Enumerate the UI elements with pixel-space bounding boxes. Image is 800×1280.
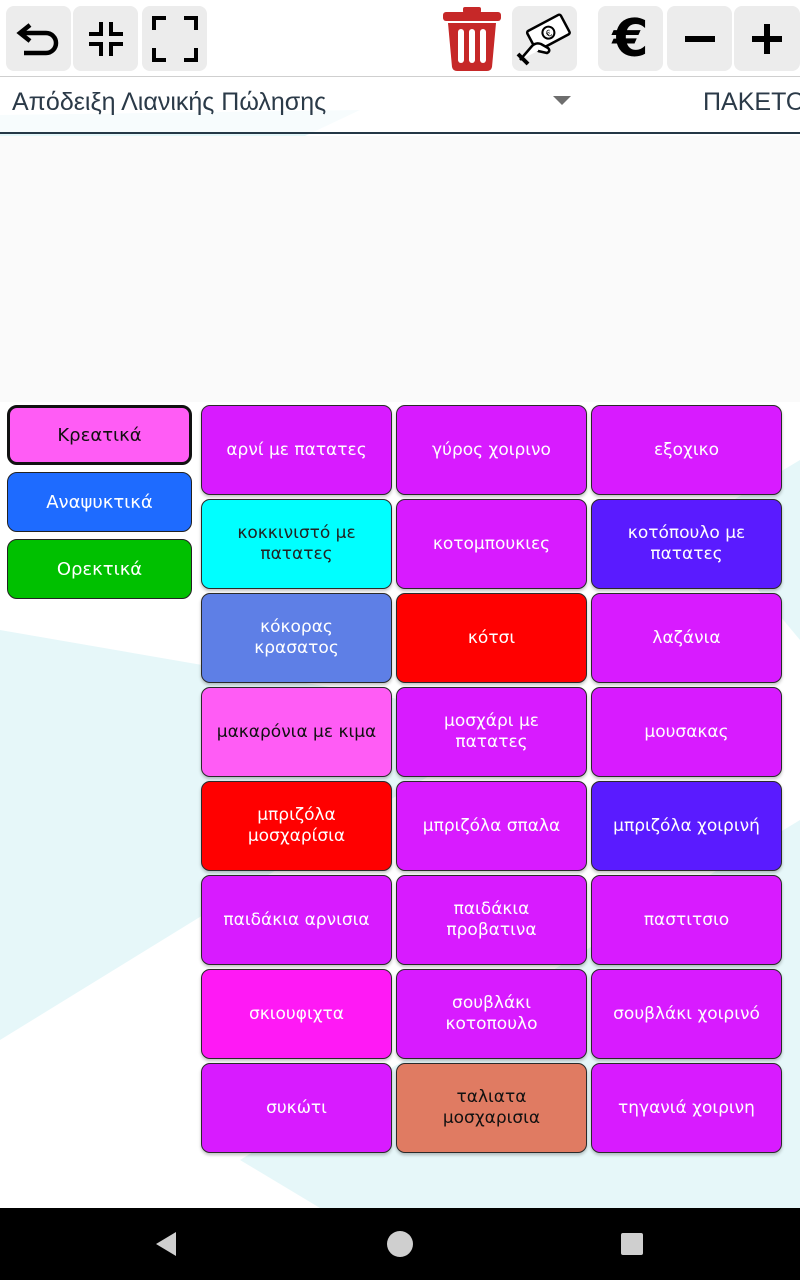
- product-button[interactable]: κόκορας κρασατος: [201, 593, 392, 683]
- product-button[interactable]: μακαρόνια με κιμα: [201, 687, 392, 777]
- product-button[interactable]: λαζάνια: [591, 593, 782, 683]
- product-button[interactable]: συκώτι: [201, 1063, 392, 1153]
- system-nav-bar: [0, 1208, 800, 1280]
- product-button[interactable]: γύρος χοιρινο: [396, 405, 587, 495]
- recents-icon: [621, 1233, 643, 1255]
- toolbar: € €: [0, 0, 800, 77]
- cash-payment-button[interactable]: €: [512, 6, 577, 71]
- undo-button[interactable]: [6, 6, 71, 71]
- product-button[interactable]: μπριζόλα σπαλα: [396, 781, 587, 871]
- exit-fullscreen-icon: [88, 21, 123, 56]
- minus-icon: [684, 35, 715, 42]
- product-button[interactable]: κοτόπουλο με πατατες: [591, 499, 782, 589]
- product-button[interactable]: σουβλάκι χοιρινό: [591, 969, 782, 1059]
- receipt-type-bar: Απόδειξη Λιανικής Πώλησης ΠΑΚΕΤΟ: [0, 77, 800, 134]
- nav-back-button[interactable]: [130, 1208, 202, 1280]
- product-button[interactable]: κότσι: [396, 593, 587, 683]
- product-button[interactable]: μπριζόλα χοιρινή: [591, 781, 782, 871]
- category-button[interactable]: Κρεατικά: [7, 405, 192, 465]
- product-button[interactable]: παιδάκια προβατινα: [396, 875, 587, 965]
- product-button[interactable]: κοτομπουκιες: [396, 499, 587, 589]
- plus-icon: [752, 23, 782, 54]
- product-button[interactable]: μπριζόλα μοσχαρίσια: [201, 781, 392, 871]
- exit-fullscreen-button[interactable]: [73, 6, 138, 71]
- product-button[interactable]: ταλιατα μοσχαρισια: [396, 1063, 587, 1153]
- product-button[interactable]: εξοχικο: [591, 405, 782, 495]
- back-icon: [156, 1232, 176, 1256]
- decrease-button[interactable]: [667, 6, 732, 71]
- product-button[interactable]: τηγανιά χοιρινη: [591, 1063, 782, 1153]
- product-button[interactable]: παστιτσιο: [591, 875, 782, 965]
- delete-button[interactable]: [438, 6, 506, 71]
- product-button[interactable]: μοσχάρι με πατατες: [396, 687, 587, 777]
- fullscreen-icon: [151, 15, 198, 62]
- product-button[interactable]: αρνί με πατατες: [201, 405, 392, 495]
- euro-icon: €: [612, 8, 649, 69]
- product-button[interactable]: σκιουφιχτα: [201, 969, 392, 1059]
- fullscreen-button[interactable]: [142, 6, 207, 71]
- receipt-type-select[interactable]: Απόδειξη Λιανικής Πώλησης: [12, 88, 327, 116]
- nav-recents-button[interactable]: [596, 1208, 668, 1280]
- svg-text:€: €: [544, 28, 554, 40]
- trash-icon: [443, 6, 501, 71]
- nav-home-button[interactable]: [364, 1208, 436, 1280]
- euro-button[interactable]: €: [598, 6, 663, 71]
- home-icon: [387, 1231, 413, 1257]
- category-button[interactable]: Αναψυκτικά: [7, 472, 192, 532]
- product-button[interactable]: κοκκινιστό με πατατες: [201, 499, 392, 589]
- order-mode-label[interactable]: ΠΑΚΕΤΟ: [703, 88, 800, 116]
- product-button[interactable]: παιδάκια αρνισια: [201, 875, 392, 965]
- undo-icon: [15, 22, 58, 55]
- product-button[interactable]: σουβλάκι κοτοπουλο: [396, 969, 587, 1059]
- cash-payment-icon: €: [516, 12, 571, 65]
- category-button[interactable]: Ορεκτικά: [7, 539, 192, 599]
- dropdown-arrow-icon[interactable]: [553, 96, 571, 105]
- increase-button[interactable]: [734, 6, 800, 71]
- product-button[interactable]: μουσακας: [591, 687, 782, 777]
- receipt-items-list[interactable]: [0, 136, 800, 402]
